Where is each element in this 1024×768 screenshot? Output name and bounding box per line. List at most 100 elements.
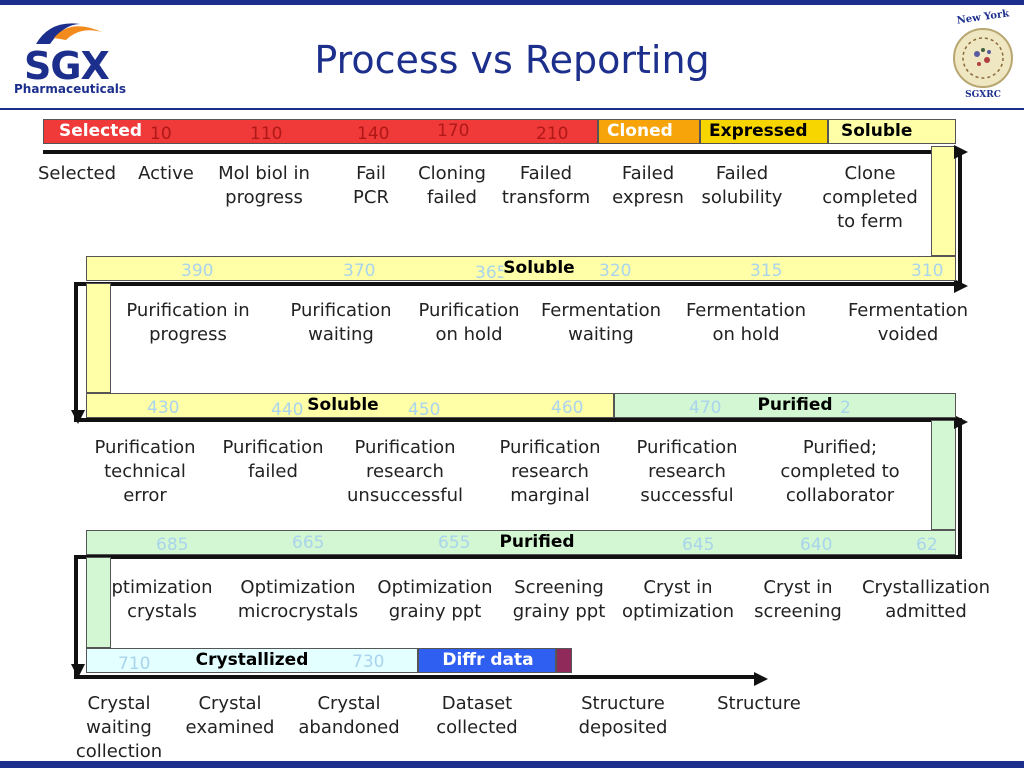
stage-label: In PDB — [0, 650, 32, 670]
seal-top-text: New York — [956, 8, 1010, 27]
arrowhead-icon — [954, 279, 968, 293]
arrowhead-icon — [954, 145, 968, 159]
status-code: 370 — [343, 261, 376, 281]
logo-swoosh-icon — [36, 23, 102, 44]
status-code: 645 — [682, 535, 715, 555]
stage-label: Soluble — [841, 121, 913, 141]
flow-connector — [86, 283, 111, 393]
stage-label: Purified — [757, 395, 833, 415]
status-code: 440 — [271, 400, 304, 420]
sgx-logo: SGX Pharmaceuticals — [10, 14, 130, 98]
status-code: 655 — [438, 533, 471, 553]
status-code: 450 — [408, 400, 441, 420]
stage-segment — [598, 119, 700, 144]
status-description: Structure — [717, 693, 801, 714]
stage-label: Purified — [499, 532, 575, 552]
flow-shadow-line — [43, 150, 961, 154]
logo-subtitle: Pharmaceuticals — [14, 82, 127, 96]
status-code: 310 — [911, 261, 944, 281]
stage-label: Expressed — [709, 121, 808, 141]
stage-segment — [418, 648, 556, 673]
arrowhead-icon — [71, 410, 85, 424]
status-code: 210 — [536, 124, 569, 144]
bottom-border — [0, 761, 1024, 768]
flow-shadow-line — [74, 675, 760, 679]
flow-shadow-line — [958, 150, 962, 282]
flow-shadow-line — [74, 282, 962, 286]
seal-bottom-text: SGXRC — [965, 90, 1001, 100]
flow-shadow-line — [74, 282, 78, 418]
page-title: Process vs Reporting — [314, 38, 710, 82]
stage-segment — [43, 119, 598, 144]
status-code: 140 — [357, 124, 390, 144]
status-code: 320 — [599, 261, 632, 281]
flow-shadow-line — [74, 555, 78, 675]
header-divider — [0, 108, 1024, 110]
status-code: 2 — [840, 398, 851, 418]
flow-shadow-line — [74, 418, 962, 422]
status-code: 730 — [352, 652, 385, 672]
stage-label: Crystallized — [195, 650, 309, 670]
flow-shadow-line — [958, 418, 962, 556]
status-code: 685 — [156, 535, 189, 555]
status-code: 365 — [475, 263, 508, 283]
status-code: 430 — [147, 398, 180, 418]
flow-shadow-line — [74, 555, 962, 559]
top-border — [0, 0, 1024, 5]
status-description: Selected — [37, 163, 117, 184]
logo-name: SGX — [24, 44, 110, 88]
stage-label: Selected — [59, 121, 143, 141]
status-code: 170 — [437, 121, 470, 141]
status-code: 665 — [292, 533, 325, 553]
arrowhead-icon — [71, 664, 85, 678]
status-code: 10 — [150, 124, 172, 144]
stage-segment — [700, 119, 828, 144]
seal-emblem-icon — [953, 28, 1013, 88]
stage-label: Soluble — [307, 395, 379, 415]
stage-label: Soluble — [503, 258, 575, 278]
stage-label: Cloned — [607, 121, 673, 141]
status-code: 62 — [916, 535, 938, 555]
stage-segment — [556, 648, 572, 673]
status-code: 460 — [551, 398, 584, 418]
status-code: 315 — [750, 261, 783, 281]
flow-connector — [931, 146, 956, 256]
status-code: 640 — [800, 535, 833, 555]
stage-segment — [828, 119, 956, 144]
flow-connector — [86, 557, 111, 648]
status-code: 710 — [118, 654, 151, 674]
arrowhead-icon — [754, 672, 768, 686]
status-code: 390 — [181, 261, 214, 281]
sgxrc-seal: New York SGXRC — [948, 8, 1018, 102]
